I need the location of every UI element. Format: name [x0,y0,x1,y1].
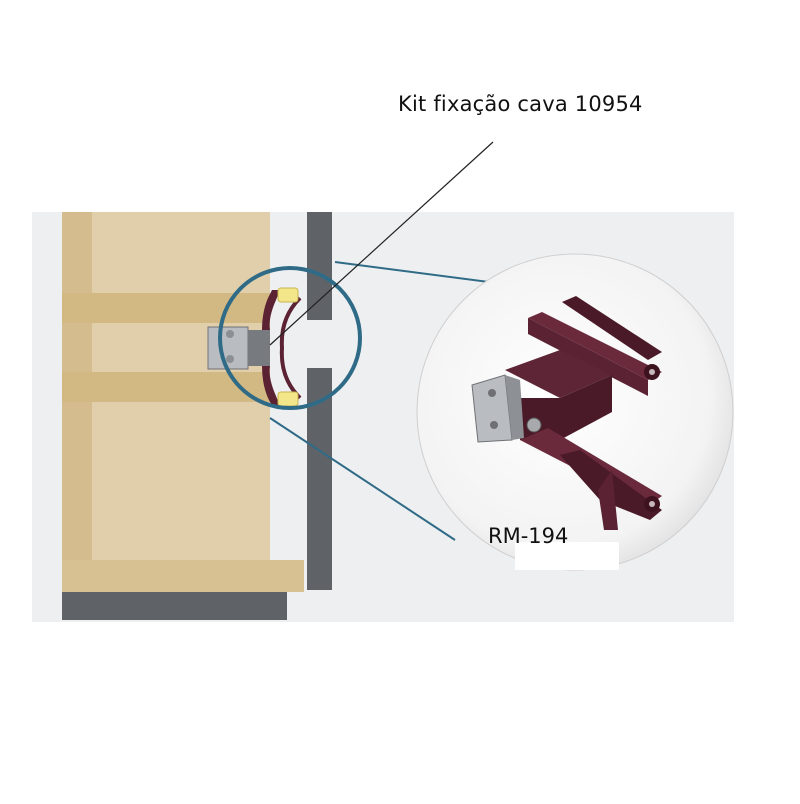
cabinet [62,212,304,620]
part-number-label: RM-194 [488,524,569,548]
shelf-middle [62,372,270,402]
door-panel-upper [307,212,332,320]
rm194-bracket [471,374,513,443]
rm194-profile [471,296,662,530]
floor-strip [62,592,287,620]
cabinet-bottom [62,560,304,592]
part-label-backing [515,542,619,570]
kit-leader-line [269,141,494,346]
shelf-upper [62,293,270,323]
led-strip-top [277,287,299,303]
detail-callout [218,261,536,541]
kit-callout-label: Kit fixação cava 10954 [398,92,643,116]
zoom-view [416,253,734,571]
led-strip-bottom [277,391,299,407]
small-profile [207,287,302,407]
detail-circle [218,266,362,410]
